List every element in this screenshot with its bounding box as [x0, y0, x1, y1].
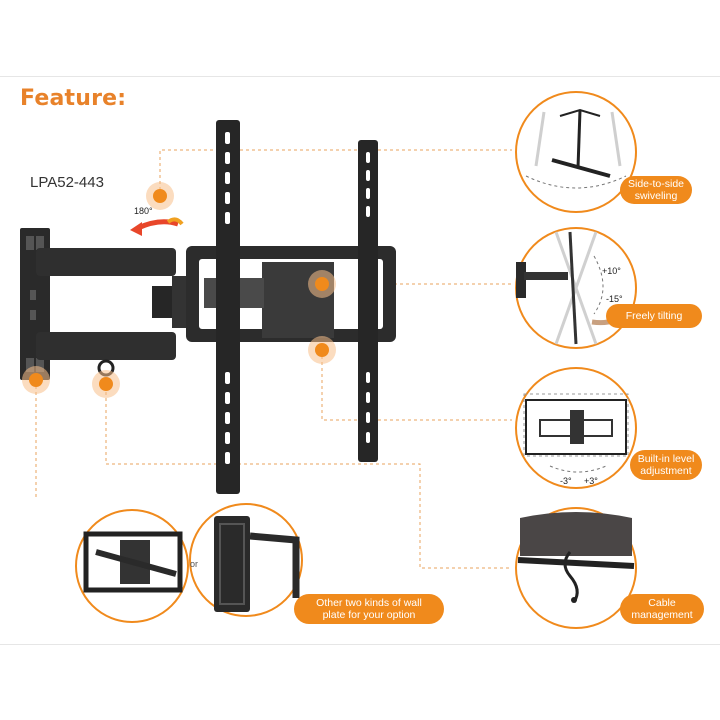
hotspot-cable-icon [92, 370, 120, 398]
hotspot-wallplate-icon [22, 366, 50, 394]
hotspot-swivel-icon [146, 182, 174, 210]
detail-wallplate-b [189, 503, 303, 617]
feature-title: Feature: [20, 86, 127, 111]
tv-bracket [186, 120, 396, 494]
swivel-callout-text: Side-to-side swiveling [627, 178, 685, 202]
cable-callout-text: Cable management [631, 597, 693, 621]
wall-plate-callout: Other two kinds of wall plate for your o… [294, 594, 444, 624]
bracket-slots [225, 132, 370, 464]
top-divider [0, 76, 720, 77]
detail-tilt [515, 227, 637, 349]
tilt-callout-text: Freely tilting [625, 310, 683, 322]
level-left-angle: -3° [560, 476, 572, 486]
tilt-down-angle: -15° [606, 294, 623, 304]
cable-callout: Cable management [620, 594, 704, 624]
or-separator: or [190, 559, 199, 569]
hotspot-tilt-icon [308, 270, 336, 298]
bottom-divider [0, 644, 720, 645]
level-right-angle: +3° [584, 476, 598, 486]
swivel-callout: Side-to-side swiveling [620, 176, 692, 204]
hotspot-level-icon [308, 336, 336, 364]
hotspot-markers [22, 182, 336, 398]
level-callout-text: Built-in level adjustment [637, 453, 695, 477]
detail-level [515, 367, 637, 489]
model-number: LPA52-443 [30, 174, 104, 191]
detail-cable [515, 507, 637, 629]
detail-wallplate-a [75, 509, 189, 623]
tilt-up-angle: +10° [602, 266, 621, 276]
level-callout: Built-in level adjustment [630, 450, 702, 480]
wall-plate-callout-text: Other two kinds of wall plate for your o… [316, 597, 422, 621]
swivel-arrow-icon [130, 217, 184, 236]
tilt-callout: Freely tilting [606, 304, 702, 328]
swivel-angle-label: 180° [134, 206, 153, 216]
detail-swivel [515, 91, 637, 213]
